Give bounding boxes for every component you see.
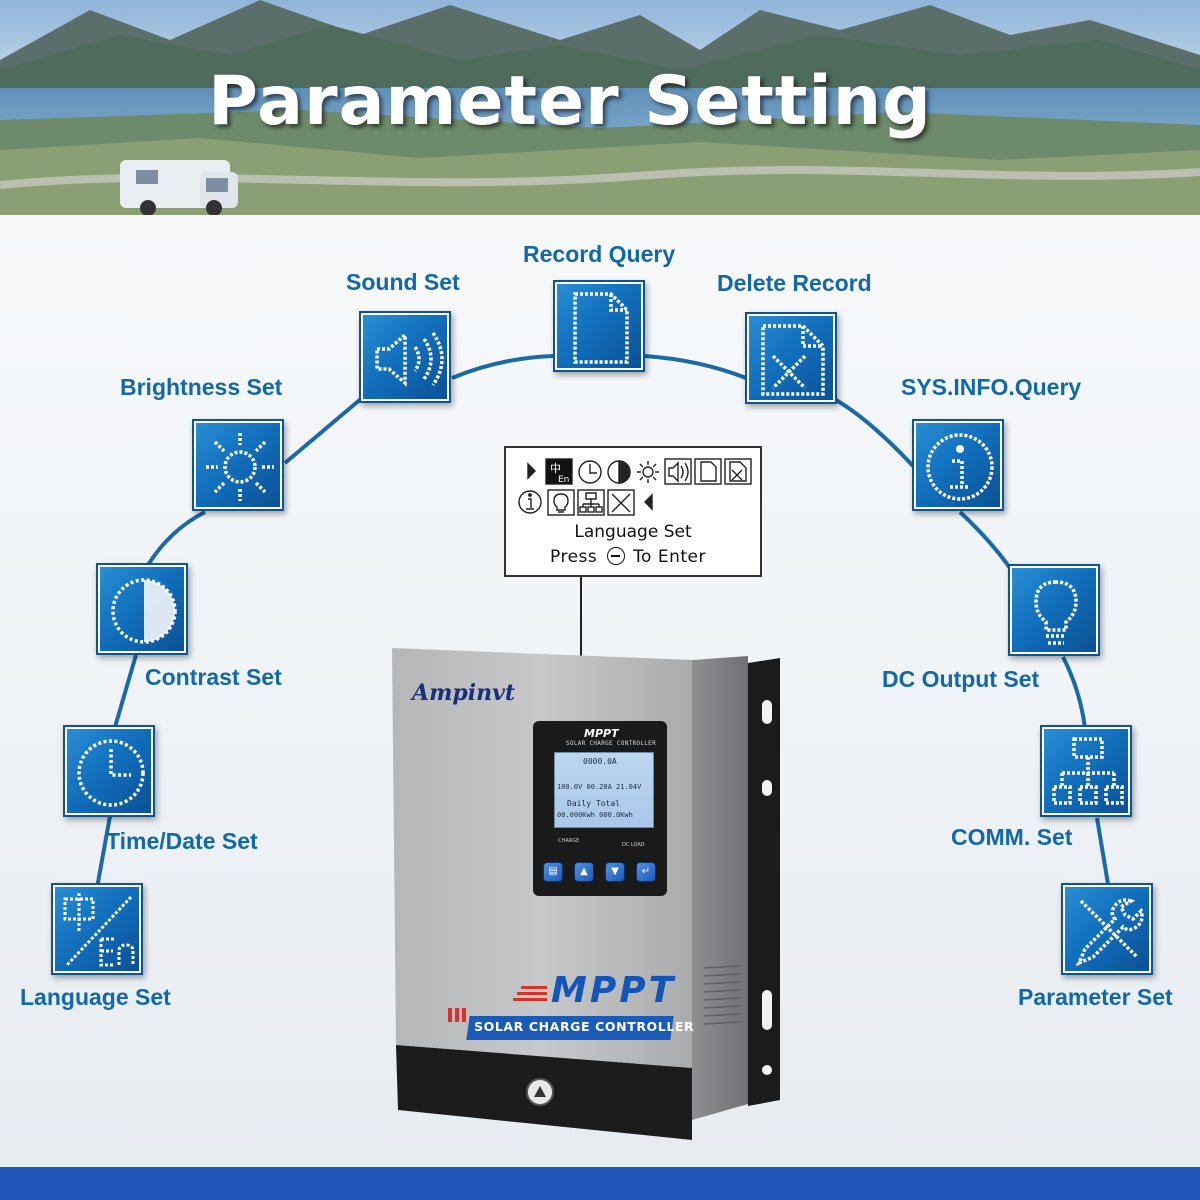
lcd-subtitle-text: SOLAR CHARGE CONTROLLER	[566, 740, 656, 747]
lcd-sun-icon	[642, 466, 654, 478]
info-icon	[926, 433, 994, 501]
dc-output-set-label: DC Output Set	[882, 666, 1040, 692]
tools-icon	[1075, 898, 1144, 967]
sys-info-query-tile[interactable]	[912, 419, 1004, 511]
time-date-set-label: Time/Date Set	[106, 828, 258, 854]
device-down-button[interactable]: ▼	[605, 862, 625, 882]
lcd-document-icon	[694, 458, 722, 485]
time-date-set-tile[interactable]	[63, 725, 155, 817]
device-up-button[interactable]: ▲	[574, 862, 594, 882]
lcd-language-icon	[545, 458, 573, 485]
mounting-bracket	[748, 658, 780, 1106]
lcd-delete-icon	[724, 458, 752, 485]
menu-left-arrow-icon	[644, 493, 653, 511]
contrast-set-tile[interactable]	[96, 563, 188, 655]
lcd-speaker-icon	[664, 458, 692, 485]
lcd-brand-text: MPPT	[584, 727, 619, 740]
language-zh-en-icon	[63, 893, 135, 967]
language-set-label: Language Set	[20, 984, 171, 1010]
contrast-set-label: Contrast Set	[145, 664, 282, 690]
lcd-row-3: Daily Total	[567, 799, 620, 808]
parameter-set-label: Parameter Set	[1018, 984, 1173, 1010]
sun-icon	[206, 433, 274, 501]
front-subtitle-text: SOLAR CHARGE CONTROLLER	[474, 1019, 695, 1034]
lcd-row-2: 100.0V 00.20A 21.04V	[557, 783, 642, 791]
delete-record-tile[interactable]	[745, 312, 837, 404]
lcd-row-4: 00.000Kwh 000.0Kwh	[557, 811, 633, 819]
front-mppt-title: MPPT	[551, 970, 677, 1011]
speaker-icon	[375, 331, 444, 387]
bulb-icon	[1034, 580, 1078, 645]
delete-document-icon	[761, 324, 825, 396]
page-title: Parameter Setting	[208, 62, 932, 141]
lcd-bulb-icon	[547, 489, 575, 516]
sys-info-query-label: SYS.INFO.Query	[901, 374, 1082, 400]
lcd-row-1: 0000.0A	[583, 757, 617, 766]
charge-indicator-label: CHARGE	[558, 838, 580, 844]
comm-set-tile[interactable]	[1040, 725, 1132, 817]
enter-key-icon	[607, 547, 626, 565]
delete-record-label: Delete Record	[717, 270, 872, 296]
landscape-illustration	[0, 0, 1200, 215]
lcd-info-icon	[518, 490, 542, 514]
parameter-set-tile[interactable]	[1061, 883, 1153, 975]
footer-bar	[0, 1167, 1200, 1200]
dc-load-indicator-label: DC LOAD	[622, 842, 645, 848]
device-side-panel	[692, 656, 748, 1120]
record-query-tile[interactable]	[553, 280, 645, 372]
device-enter-button[interactable]: ↵	[636, 862, 656, 882]
record-query-label: Record Query	[523, 241, 676, 267]
dc-output-set-tile[interactable]	[1008, 564, 1100, 656]
brightness-set-label: Brightness Set	[120, 374, 283, 400]
header-banner: Parameter Setting	[0, 0, 1200, 215]
clock-icon	[77, 739, 145, 807]
document-icon	[573, 292, 629, 364]
device-menu-button[interactable]: ▤	[543, 862, 563, 882]
brightness-set-tile[interactable]	[192, 419, 284, 511]
device-lcd-screen: 0000.0A 100.0V 00.20A 21.04V Daily Total…	[554, 752, 654, 828]
svg-text:中: 中	[550, 462, 561, 475]
lcd-tools-icon	[607, 489, 635, 516]
callout-press-text: Press	[550, 547, 598, 567]
sound-set-tile[interactable]	[359, 311, 451, 403]
lcd-menu-icon-strip: 中 En	[518, 458, 752, 516]
callout-title: Language Set	[574, 522, 692, 542]
callout-instruction: Press To Enter	[550, 547, 706, 567]
callout-enter-text: To Enter	[633, 547, 706, 567]
svg-text:En: En	[558, 475, 569, 485]
lcd-network-icon	[577, 489, 605, 516]
lcd-callout: 中 En Language Set Press To Enter	[504, 446, 762, 577]
camper-van-illustration	[120, 160, 238, 215]
contrast-icon	[111, 578, 177, 644]
brand-logo: Ampinvt	[412, 680, 516, 706]
comm-set-label: COMM. Set	[951, 824, 1073, 850]
callout-leader-line	[580, 577, 582, 725]
lcd-clock-icon	[578, 460, 602, 484]
menu-right-arrow-icon	[527, 462, 536, 480]
network-icon	[1052, 737, 1124, 805]
sound-set-label: Sound Set	[346, 269, 460, 295]
language-set-tile[interactable]	[51, 883, 143, 975]
